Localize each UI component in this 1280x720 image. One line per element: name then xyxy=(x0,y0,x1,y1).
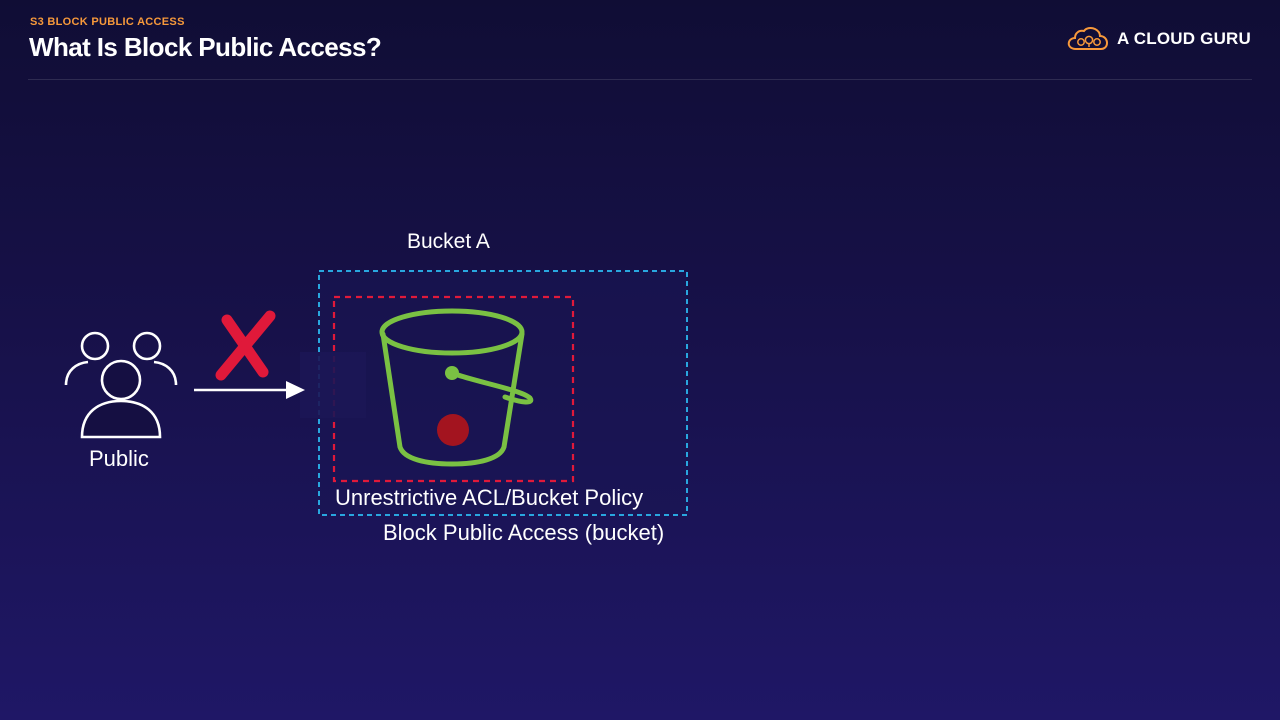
slide-title: What Is Block Public Access? xyxy=(29,32,382,62)
brand-logo: A CLOUD GURU xyxy=(1067,26,1251,52)
acl-policy-label: Unrestrictive ACL/Bucket Policy xyxy=(335,485,644,510)
bucket-icon xyxy=(379,308,534,467)
bucket-handle-knob xyxy=(445,366,459,380)
cross-icon xyxy=(215,310,276,381)
cloud-logo-icon xyxy=(1067,26,1109,50)
bpa-bucket-label: Block Public Access (bucket) xyxy=(383,520,665,545)
brand-name: A CLOUD GURU xyxy=(1117,29,1251,48)
users-icon xyxy=(64,331,178,439)
section-eyebrow: S3 BLOCK PUBLIC ACCESS xyxy=(30,16,185,28)
object-dot xyxy=(437,414,469,446)
public-label: Public xyxy=(89,446,149,471)
arrow-icon xyxy=(194,381,305,399)
bpa-boundary xyxy=(318,270,688,516)
arrow-mask xyxy=(300,352,366,418)
header-divider xyxy=(28,79,1252,80)
bucket-label: Bucket A xyxy=(407,230,490,253)
